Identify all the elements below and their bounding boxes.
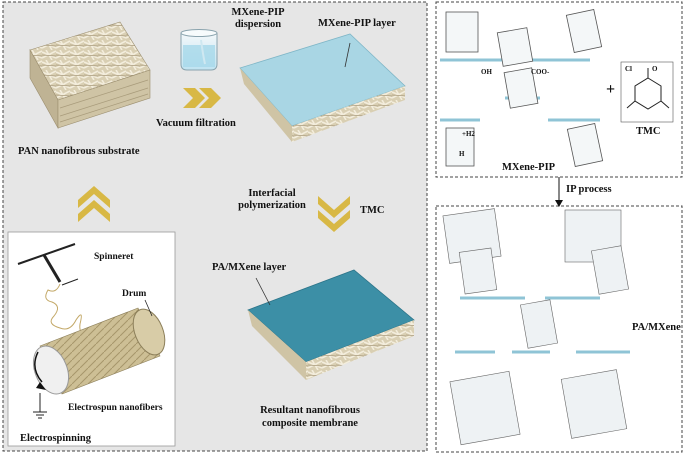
ip-process-label: IP process [566,184,612,195]
o-label: O [652,65,658,73]
pan-substrate-block [29,21,151,130]
oh-label: OH [481,68,492,76]
resultant-label-2: composite membrane [262,418,358,429]
spinneret-label: Spinneret [94,252,134,262]
mxene-pip-layer-label: MXene-PIP layer [318,18,396,29]
left-panel [2,1,428,452]
h2-label: +H2 [462,130,475,138]
plus-sign: + [606,81,616,98]
pa-mxene-label: PA/MXene [632,322,681,333]
vacuum-arrow-icon [183,88,221,108]
right-panel [435,1,683,453]
tmc-molecule-icon [620,61,674,123]
cl-label: Cl [625,65,632,73]
drum-icon [32,299,166,395]
mxene-pip-label: MXene-PIP [502,162,556,173]
resultant-label-1: Resultant nanofibrous [260,405,360,416]
tmc-label: TMC [636,126,661,137]
ground-icon [33,393,47,419]
mxene-stripes-bottom [455,296,630,354]
pan-substrate-label: PAN nanofibrous substrate [18,146,140,157]
h-label: H [459,150,465,158]
electrospin-arrow-icon [78,186,110,222]
spinneret-icon [17,243,79,286]
ip-process-arrow-icon [555,200,563,207]
electrospinning-label: Electrospinning [20,433,91,444]
mxene-pip-layer-block [239,33,406,142]
dispersion-label-2: dispersion [234,19,282,30]
coo-label: COO- [531,68,550,76]
beaker-icon [180,29,218,71]
tmc-reagent-label: TMC [360,205,385,216]
pa-mxene-layer-label: PA/MXene layer [212,262,287,273]
electrospun-label: Electrospun nanofibers [68,403,163,413]
pa-mxene-layer-block [247,269,415,380]
pa-network-bottom [442,208,629,446]
vacuum-filtration-label: Vacuum filtration [156,118,236,129]
interfacial-label-2: polymerization [238,200,306,211]
drum-label: Drum [122,289,147,299]
interfacial-label-1: Interfacial [248,188,296,199]
pip-rings-top [445,9,604,167]
ip-arrow-icon [318,196,350,232]
dispersion-label-1: MXene-PIP [231,7,285,18]
